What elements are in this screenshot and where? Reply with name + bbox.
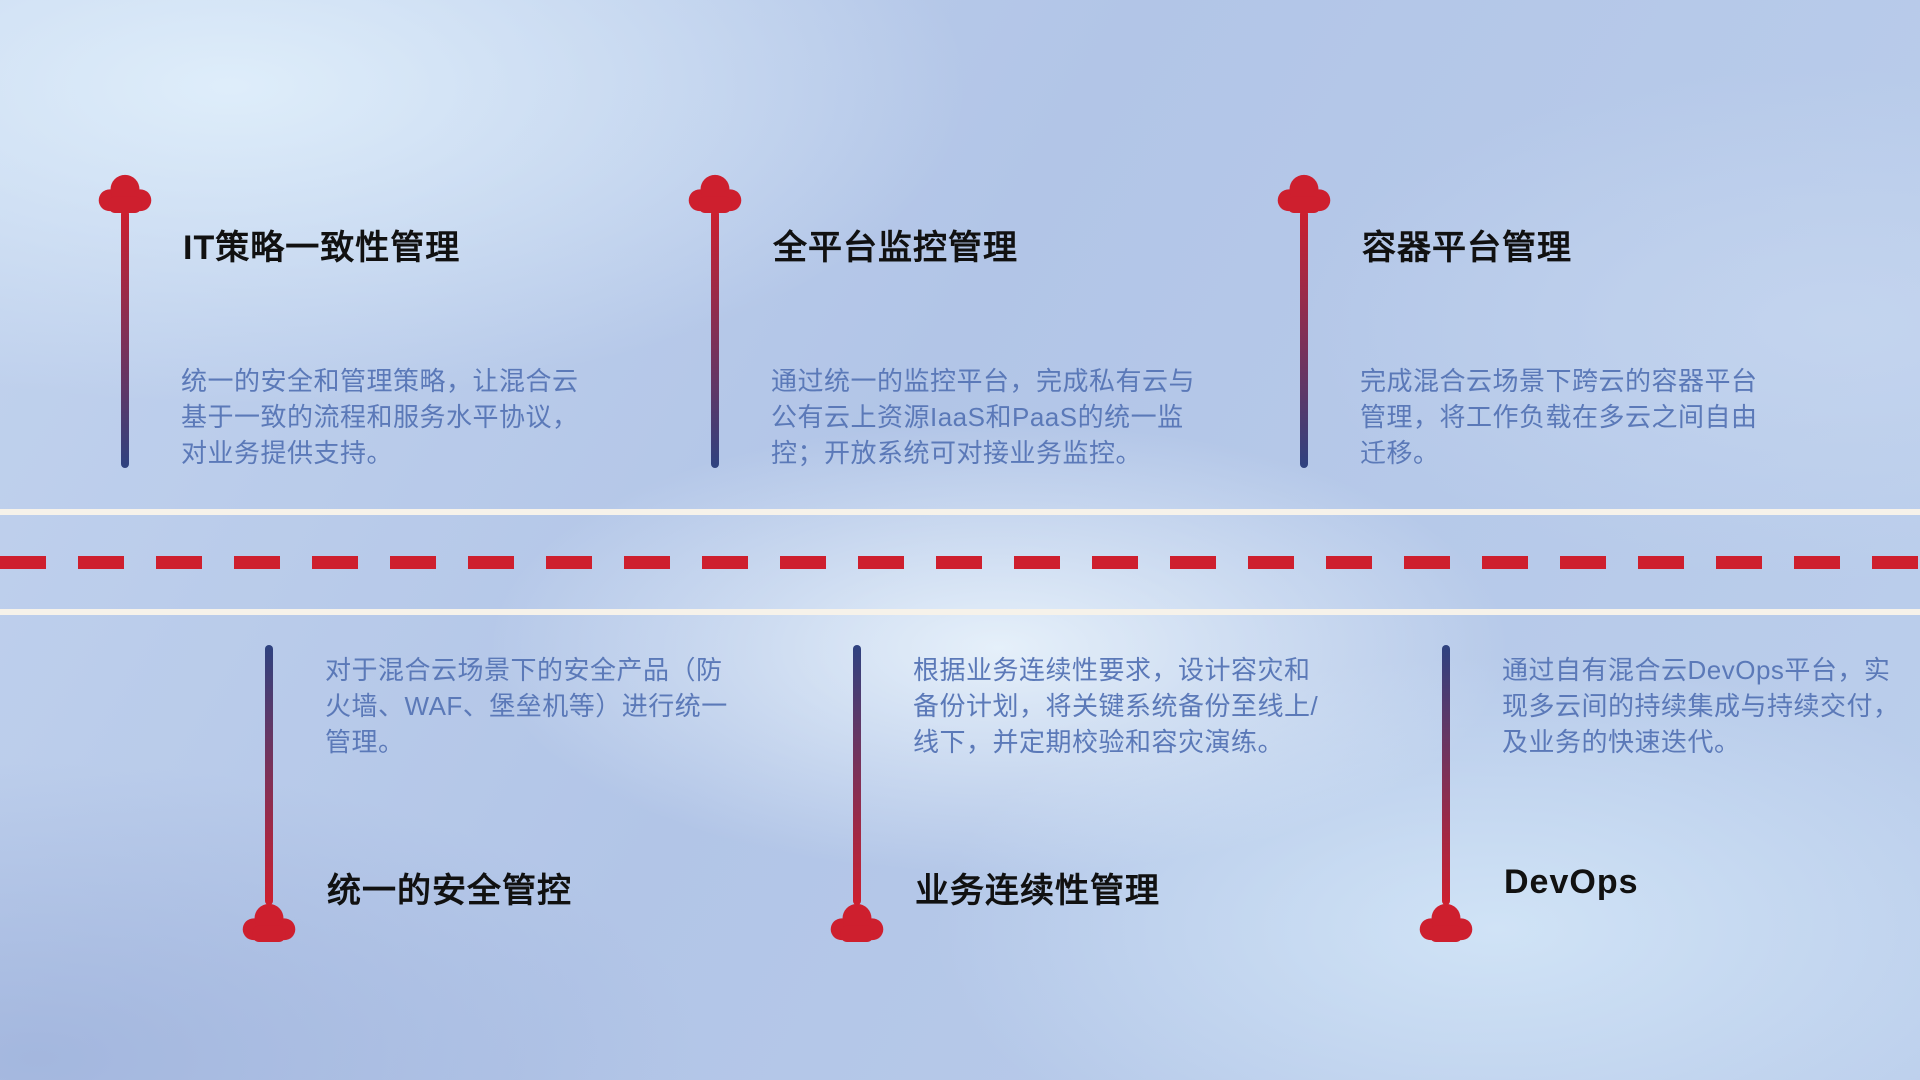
- timeline-stem: [853, 645, 861, 905]
- feature-title: 容器平台管理: [1362, 229, 1572, 267]
- cloud-icon: [1419, 903, 1473, 942]
- timeline-stem: [121, 210, 129, 468]
- road-bottom-line: [0, 609, 1920, 615]
- feature-title: DevOps: [1504, 863, 1639, 901]
- feature-description: 统一的安全和管理策略，让混合云基于一致的流程和服务水平协议，对业务提供支持。: [181, 366, 579, 468]
- timeline-stem: [711, 210, 719, 468]
- cloud-icon: [830, 903, 884, 942]
- feature-title: 业务连续性管理: [915, 872, 1160, 910]
- feature-description: 对于混合云场景下的安全产品（防火墙、WAF、堡垒机等）进行统一管理。: [325, 655, 728, 757]
- feature-title: IT策略一致性管理: [183, 229, 461, 267]
- cloud-icon: [688, 174, 742, 213]
- cloud-icon: [1277, 174, 1331, 213]
- road-top-line: [0, 509, 1920, 515]
- timeline-stem: [1300, 210, 1308, 468]
- feature-description: 通过自有混合云DevOps平台，实现多云间的持续集成与持续交付，及业务的快速迭代…: [1502, 655, 1900, 757]
- timeline-stem: [1442, 645, 1450, 905]
- timeline-stem: [265, 645, 273, 905]
- road-dashed-line: [0, 556, 1920, 569]
- feature-description: 通过统一的监控平台，完成私有云与公有云上资源IaaS和PaaS的统一监控；开放系…: [771, 366, 1196, 468]
- feature-title: 统一的安全管控: [327, 872, 572, 910]
- feature-description: 根据业务连续性要求，设计容灾和备份计划，将关键系统备份至线上/线下，并定期校验和…: [913, 655, 1319, 757]
- cloud-icon: [98, 174, 152, 213]
- cloud-icon: [242, 903, 296, 942]
- feature-title: 全平台监控管理: [773, 229, 1018, 267]
- feature-description: 完成混合云场景下跨云的容器平台管理，将工作负载在多云之间自由迁移。: [1360, 366, 1758, 468]
